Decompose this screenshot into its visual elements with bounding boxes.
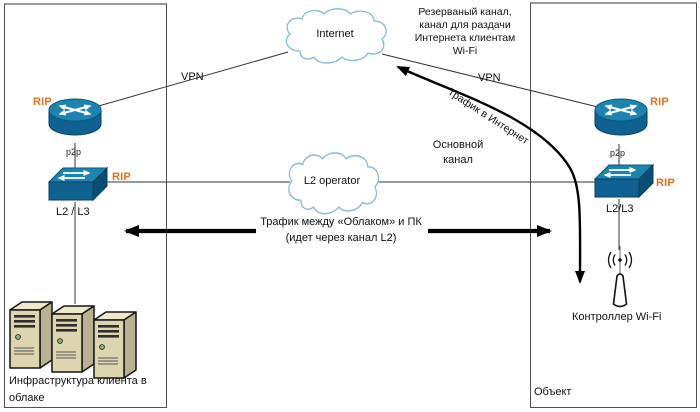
l2l3-label-left: L2 / L3 <box>56 206 90 218</box>
l2-operator-cloud-label: L2 operator <box>303 175 361 187</box>
site-caption: Объект <box>534 386 572 398</box>
reserve-channel-line1: Резерваный канал, <box>418 6 512 18</box>
wifi-controller-icon <box>607 246 633 308</box>
reserve-channel-note: Резерваный канал, канал для раздачи Инте… <box>405 6 525 58</box>
cloud-infrastructure-caption: Инфраструктура клиента в облаке <box>9 375 147 404</box>
router-right-icon <box>594 98 648 136</box>
router-left-icon <box>48 98 102 136</box>
l2-traffic-line1: Трафик между «Облаком» и ПК <box>260 216 422 228</box>
cloud-site-box <box>4 3 167 408</box>
switch-left-icon <box>47 166 109 202</box>
wifi-controller-caption: Контроллер Wi-Fi <box>572 311 662 323</box>
main-channel-note: Основной канал <box>418 138 498 168</box>
l2l3-label-right: L2/L3 <box>606 203 634 215</box>
l2-operator-cloud <box>288 152 380 215</box>
internet-cloud <box>285 8 387 64</box>
p2p-label-right: p2p <box>610 148 626 158</box>
rip-label-router-right: RIP <box>650 96 669 108</box>
rip-label-switch-right: RIP <box>656 177 675 189</box>
main-channel-line1: Основной <box>432 139 484 151</box>
p2p-label-left: p2p <box>66 147 82 157</box>
l2-traffic-line2: (идет через канал L2) <box>285 232 397 244</box>
reserve-channel-line4: Wi-Fi <box>452 45 478 57</box>
wifi-waves-icon <box>607 251 633 269</box>
server-towers-icon <box>9 301 137 379</box>
vpn-label-right: VPN <box>478 72 501 84</box>
switch-right-icon <box>593 163 655 199</box>
rip-label-router-left: RIP <box>33 96 52 108</box>
reserve-channel-line2: канал для раздачи <box>419 19 511 31</box>
l2-traffic-note: Трафик между «Облаком» и ПК (идет через … <box>235 214 447 246</box>
link-left-vpn <box>94 51 289 108</box>
main-channel-line2: канал <box>443 154 473 166</box>
internet-cloud-label: Internet <box>316 28 354 40</box>
vpn-label-left: VPN <box>181 71 204 83</box>
internet-traffic-curved-arrow <box>396 65 586 284</box>
rip-label-switch-left: RIP <box>112 171 131 183</box>
reserve-channel-line3: Интернета клиентам <box>414 32 516 44</box>
